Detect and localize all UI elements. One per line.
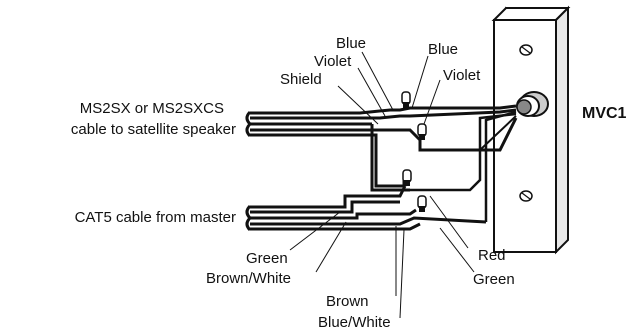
device-label: MVC1 xyxy=(582,105,627,122)
wire-label-blue-left: Blue xyxy=(336,35,366,52)
satellite-cable-label-line1: MS2SX or MS2SXCS xyxy=(80,100,224,117)
wire-label-brown: Brown xyxy=(326,293,369,310)
crimp-connector-upper-icon xyxy=(401,91,411,108)
satellite-cable-label-line2: cable to satellite speaker xyxy=(71,121,236,138)
wire-label-green-right: Green xyxy=(473,271,515,288)
volume-knob-icon xyxy=(516,91,549,117)
wire-label-red: Red xyxy=(478,247,506,264)
wire-label-violet-left: Violet xyxy=(314,53,352,70)
crimp-connector-middle-icon xyxy=(417,123,427,140)
satellite-cable xyxy=(245,110,372,138)
wires xyxy=(330,104,518,231)
top-screw-icon xyxy=(519,44,533,56)
wire-label-green-left: Green xyxy=(246,250,288,267)
cable-labels: MS2SX or MS2SXCS cable to satellite spea… xyxy=(71,100,627,226)
crimp-connector-bottom-icon xyxy=(417,195,427,212)
wire-label-violet-right: Violet xyxy=(443,67,481,84)
wire-label-shield: Shield xyxy=(280,71,322,88)
wire-label-brown-white: Brown/White xyxy=(206,270,291,287)
wire-label-blue-white: Blue/White xyxy=(318,314,391,331)
bottom-screw-icon xyxy=(519,190,533,202)
master-cable-label: CAT5 cable from master xyxy=(75,209,236,226)
leader-lines xyxy=(289,51,475,319)
crimp-connector-lower-icon xyxy=(402,169,412,186)
wire-labels: Blue Violet Shield Blue Violet Red Green… xyxy=(206,35,515,331)
wire-label-blue-right: Blue xyxy=(428,41,458,58)
wall-plate xyxy=(491,5,571,255)
